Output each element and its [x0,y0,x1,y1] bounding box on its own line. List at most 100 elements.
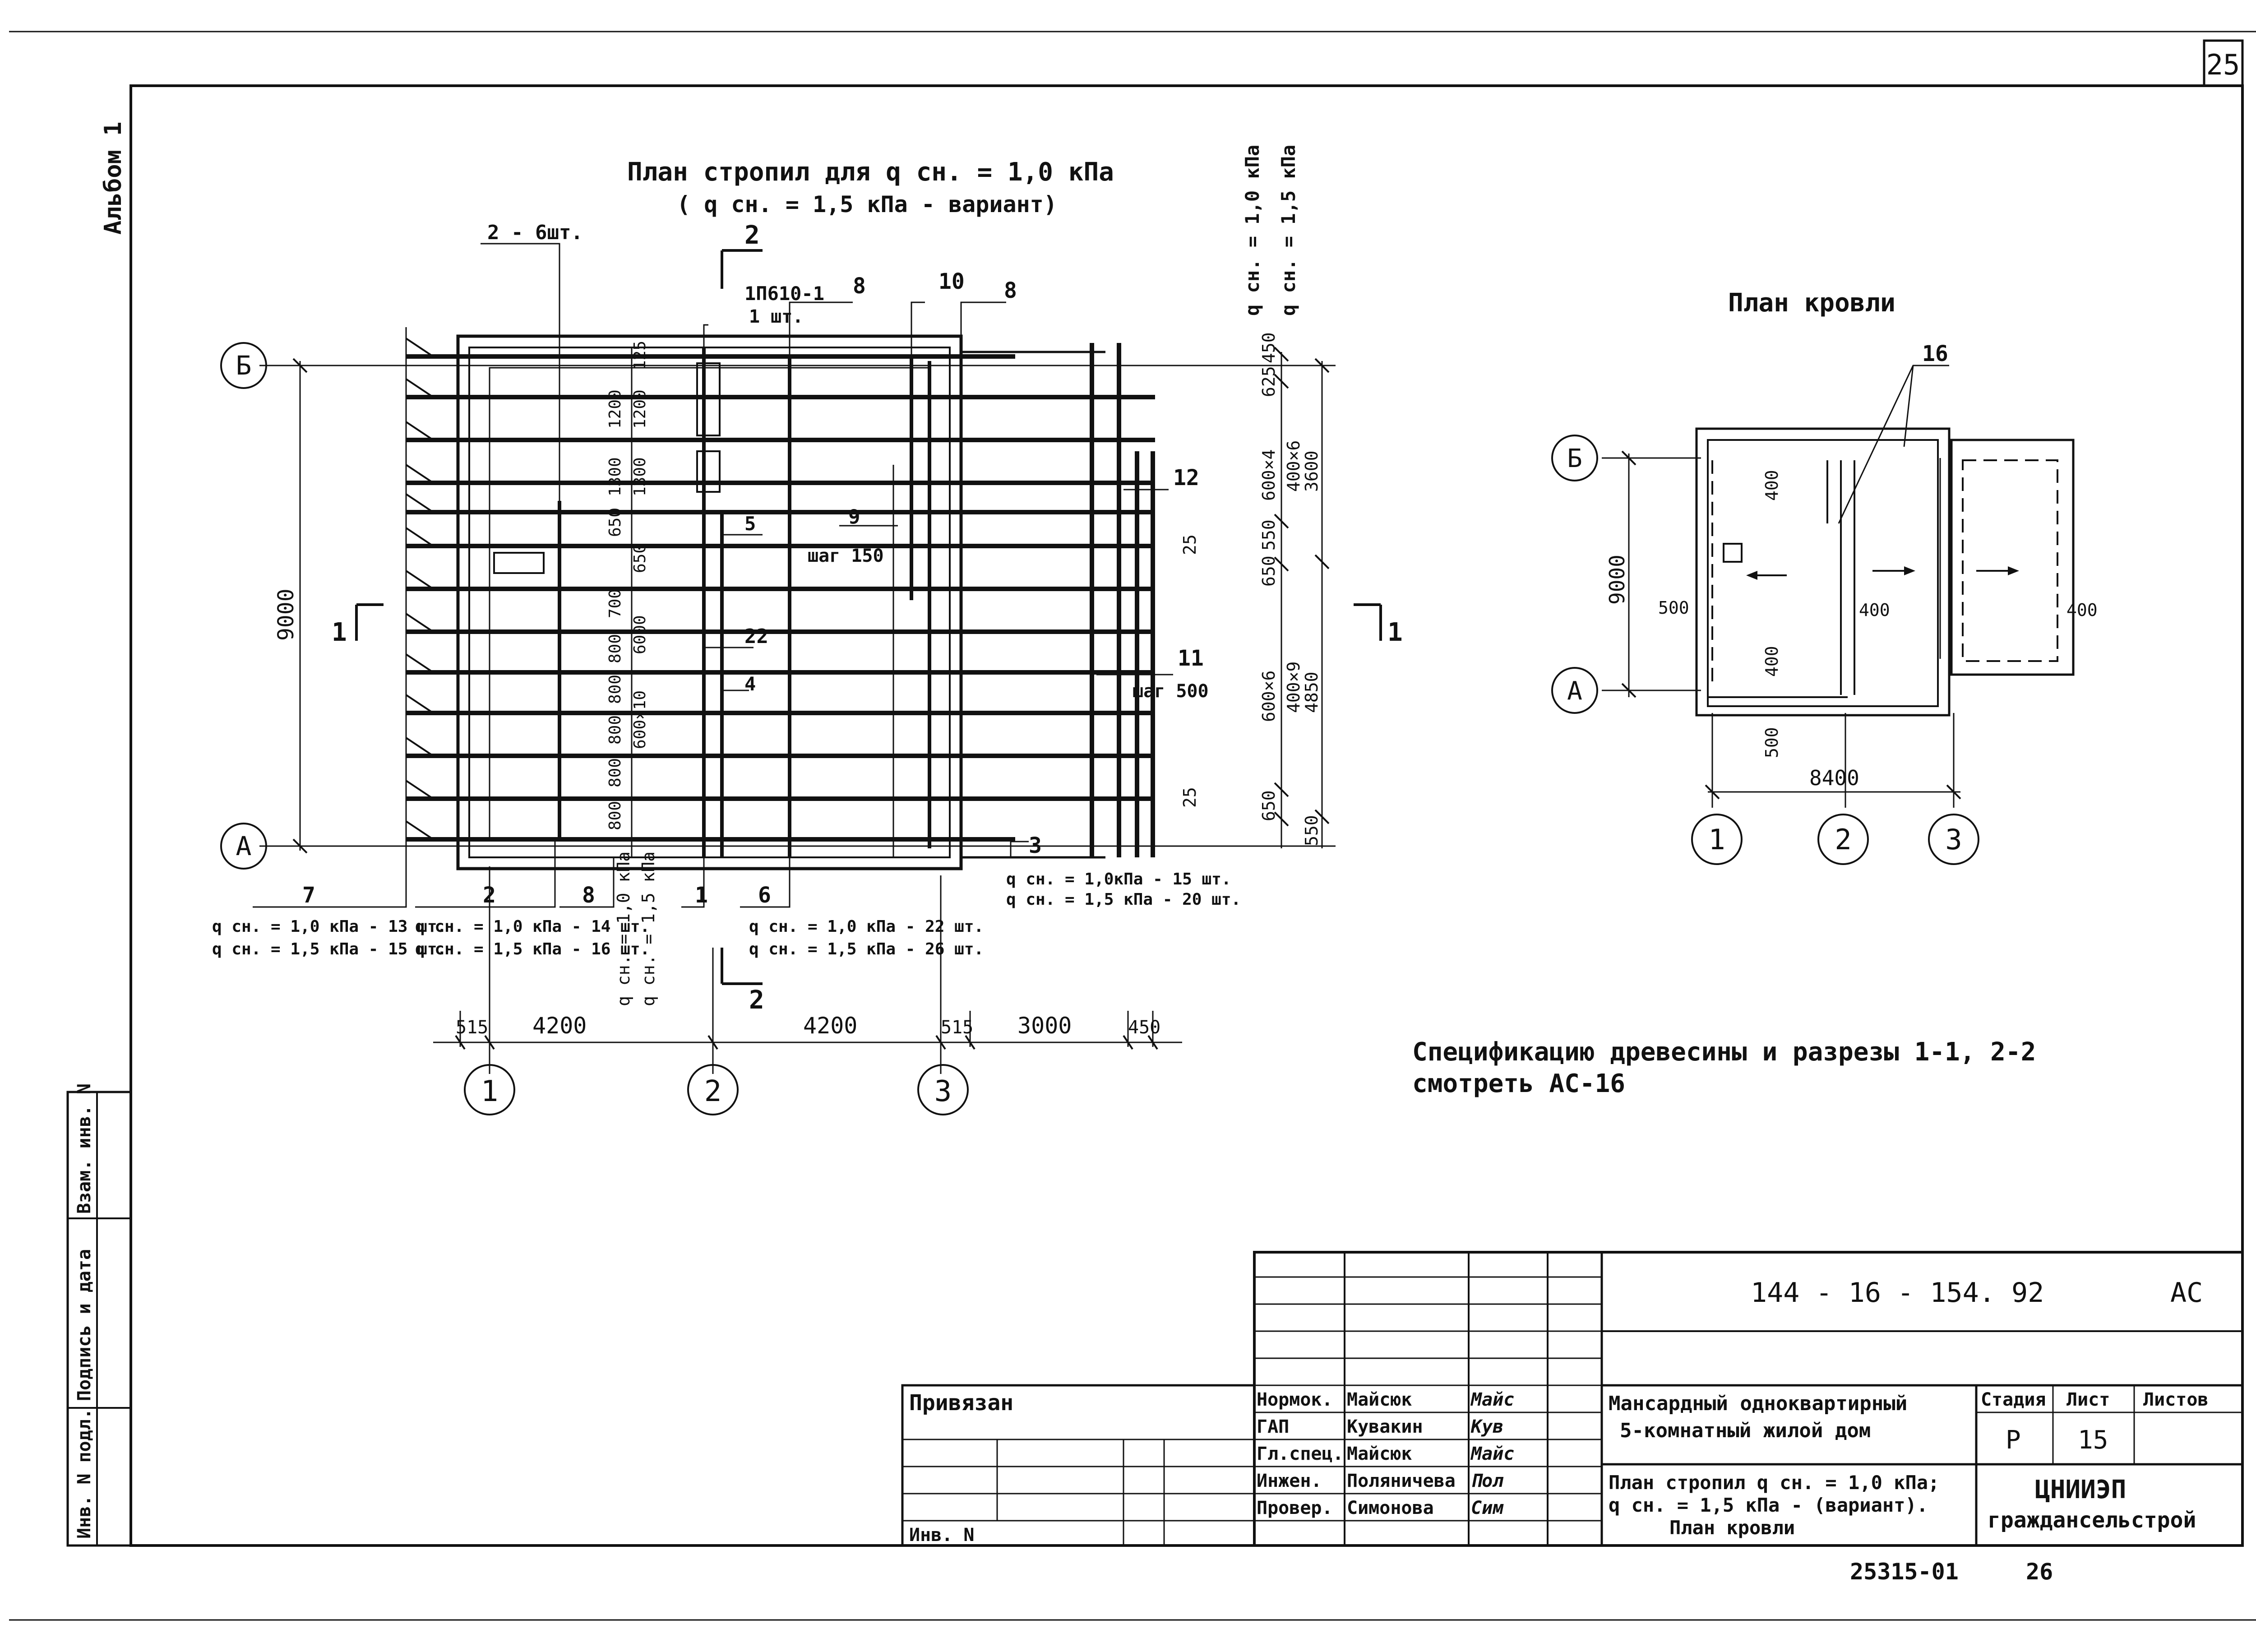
inner-dim-2: 1200 [631,389,649,429]
roof-axis-b: Б [1567,444,1582,473]
section-2-bottom: 2 [749,986,764,1015]
inner-dim-1: 1200 [606,389,624,429]
sheets-label: Листов [2143,1389,2209,1410]
org-line-1: ЦНИИЭП [2035,1475,2126,1504]
vertical-q-2: q сн. = 1,5 кПа [638,851,658,1006]
stamp-vzam: Взам. инв. N [74,1083,95,1214]
right-dim-1: 625 [1259,366,1279,397]
callout-1: 1 [695,883,708,908]
org-line-2: граждансельстрой [1988,1508,2196,1533]
roof-axis-a: А [1567,676,1582,706]
callout-6-q2: q сн. = 1,5 кПа - 26 шт. [749,940,984,958]
callout-3-q1: q сн. = 1,0кПа - 15 шт. [1006,870,1231,888]
callout-3-q2: q сн. = 1,5 кПа - 20 шт. [1006,890,1241,909]
name-3: Поляничева [1347,1471,1456,1491]
sheet-frame [129,84,2244,1547]
inner-dim-7: 700 [606,589,624,618]
section-1-left: 1 [332,618,347,647]
tied-label: Привязан [909,1390,1013,1416]
roof-dim-400-right: 400 [2066,600,2098,620]
role-1: ГАП [1257,1416,1289,1437]
vertical-q-1: q сн. = 1,0 кПа [614,851,633,1006]
roof-axis-3: 3 [1945,823,1962,856]
left-stamp: Взам. инв. N Подпись и дата Инв. N подл. [66,1083,132,1547]
inv-label: Инв. N [909,1525,975,1546]
right-dim-6: 650 [1259,790,1279,821]
callout-7-q1: q сн. = 1,0 кПа - 13 шт. [212,917,447,936]
axis-2-label: 2 [704,1075,722,1108]
callout-5: 5 [744,513,756,535]
small-dim-0: 25 [1180,534,1200,555]
sheet-line-3: План кровли [1669,1517,1795,1539]
right-dim-7: 550 [1302,815,1322,846]
rafter-plan-title-1: План стропил для q сн. = 1,0 кПа [627,157,1114,187]
dim-bottom-0: 515 [456,1017,488,1038]
name-0: Майсюк [1347,1389,1412,1410]
right-dim-0: 450 [1259,332,1279,363]
inner-dim-10: 800 [606,715,624,745]
name-4: Симонова [1347,1498,1434,1518]
note-line-2: смотреть АС-16 [1412,1069,1625,1098]
right-total-1: 3600 [1302,450,1322,492]
roof-axis-2: 2 [1835,823,1851,856]
bottom-page: 26 [2026,1559,2053,1585]
callout-8c: 8 [582,883,595,908]
title-block: Привязан Инв. N 144 - 16 - 154. 92 АС Ма… [901,1251,2244,1585]
callout-2-q2: q сн. = 1,5 кПа - 16 шт. [415,940,650,958]
sign-2: Майс [1470,1444,1514,1464]
callout-2-6: 2 - 6шт. [487,221,583,244]
dim-bottom-4: 3000 [1017,1013,1072,1039]
callout-2: 2 [483,883,496,908]
inner-dim-0: 125 [631,341,649,370]
callout-12: 12 [1173,465,1199,491]
right-header-q1: q сн. = 1,0 кПа [1241,145,1263,316]
callout-step500: шаг 500 [1133,681,1209,702]
page-number: 25 [2206,48,2240,81]
sheet-line-2: q сн. = 1,5 кПа - (вариант). [1609,1494,1928,1516]
right-dim-4: 650 [1259,555,1279,587]
name-1: Кувакин [1347,1416,1423,1437]
roof-callout-16: 16 [1922,341,1948,366]
callout-4: 4 [744,673,756,695]
doc-mark: АС [2170,1277,2203,1309]
right-total-0: 400×6 [1284,440,1304,492]
dim-bottom-2: 4200 [803,1013,857,1039]
sign-1: Кув [1470,1416,1503,1437]
callout-22: 22 [744,625,768,648]
right-total-3: 4850 [1302,671,1322,713]
role-0: Нормок. [1257,1389,1333,1410]
callout-6-q1: q сн. = 1,0 кПа - 22 шт. [749,917,984,936]
callout-8b: 8 [1004,278,1017,303]
inner-dim-4: 1300 [631,457,649,496]
axis-1-label: 1 [481,1075,499,1108]
inner-dim-13: 6000 [631,615,649,654]
rafter-plan: План стропил для q сн. = 1,0 кПа ( q сн.… [212,145,1403,1115]
roof-dim-400-bottom: 400 [1762,646,1782,677]
axis-a-label: А [236,831,252,861]
stage-label: Стадия [1981,1389,2046,1410]
roof-dim-400-mid: 400 [1859,600,1890,620]
inner-dim-5: 650 [606,508,624,537]
inner-dim-9: 800 [606,675,624,704]
roof-dim-500-bottom: 500 [1762,727,1782,758]
role-4: Провер. [1257,1498,1333,1518]
inner-dim-8: 800 [606,634,624,663]
right-dim-5: 600×6 [1259,671,1279,722]
stage-value: Р [2006,1425,2021,1455]
right-total-2: 400×9 [1284,662,1304,713]
roof-plan: План кровли Б А 1 2 3 [1551,288,2098,865]
sign-0: Майс [1470,1389,1514,1410]
callout-step150: шаг 150 [808,546,884,566]
sign-4: Сим [1471,1498,1504,1518]
callout-11: 11 [1178,646,1204,671]
name-2: Майсюк [1347,1444,1412,1464]
roof-dim-500-left: 500 [1658,598,1689,618]
sheet-label: Лист [2066,1389,2110,1410]
sign-3: Пол [1471,1471,1504,1491]
roof-height-dim: 9000 [1605,555,1629,605]
callout-1p610: 1П610-1 [744,282,824,305]
section-1-right: 1 [1387,618,1403,647]
callout-3: 3 [1029,833,1042,858]
callout-7-q2: q сн. = 1,5 кПа - 15 шт. [212,940,447,958]
